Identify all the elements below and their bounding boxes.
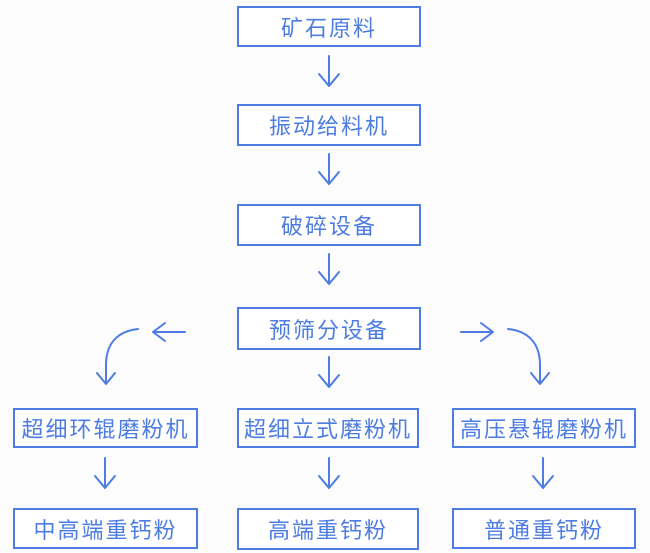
node-high-end-heavy-calcium-powder: 高端重钙粉 — [237, 508, 419, 550]
arrow-down-pressure-mill-to-powder-icon — [532, 457, 554, 489]
arrow-down-vertical-mill-to-powder-icon — [318, 457, 340, 489]
node-ultrafine-ring-roller-mill: 超细环辊磨粉机 — [13, 408, 198, 448]
arrow-down-ore-to-feeder-icon — [318, 55, 340, 87]
node-ultrafine-vertical-mill: 超细立式磨粉机 — [237, 408, 419, 448]
node-crushing-equipment: 破碎设备 — [237, 204, 421, 246]
arrow-down-ring-mill-to-powder-icon — [94, 457, 116, 489]
arrow-left-branch-icon — [152, 322, 186, 342]
node-mid-high-end-heavy-calcium-powder: 中高端重钙粉 — [13, 508, 198, 549]
arrow-curve-down-right-icon — [507, 328, 550, 385]
arrow-down-feeder-to-crusher-icon — [318, 153, 340, 185]
node-pre-screening-equipment: 预筛分设备 — [237, 307, 421, 350]
arrow-right-branch-icon — [460, 322, 494, 342]
arrow-curve-down-left-icon — [96, 328, 139, 385]
node-ore-raw-material: 矿石原料 — [237, 6, 421, 47]
arrow-down-crusher-to-screen-icon — [318, 253, 340, 285]
arrow-down-screen-to-vertical-mill-icon — [318, 356, 340, 388]
node-high-pressure-suspension-roller-mill: 高压悬辊磨粉机 — [452, 408, 636, 448]
node-ordinary-heavy-calcium-powder: 普通重钙粉 — [452, 508, 636, 549]
node-vibrating-feeder: 振动给料机 — [237, 104, 421, 146]
